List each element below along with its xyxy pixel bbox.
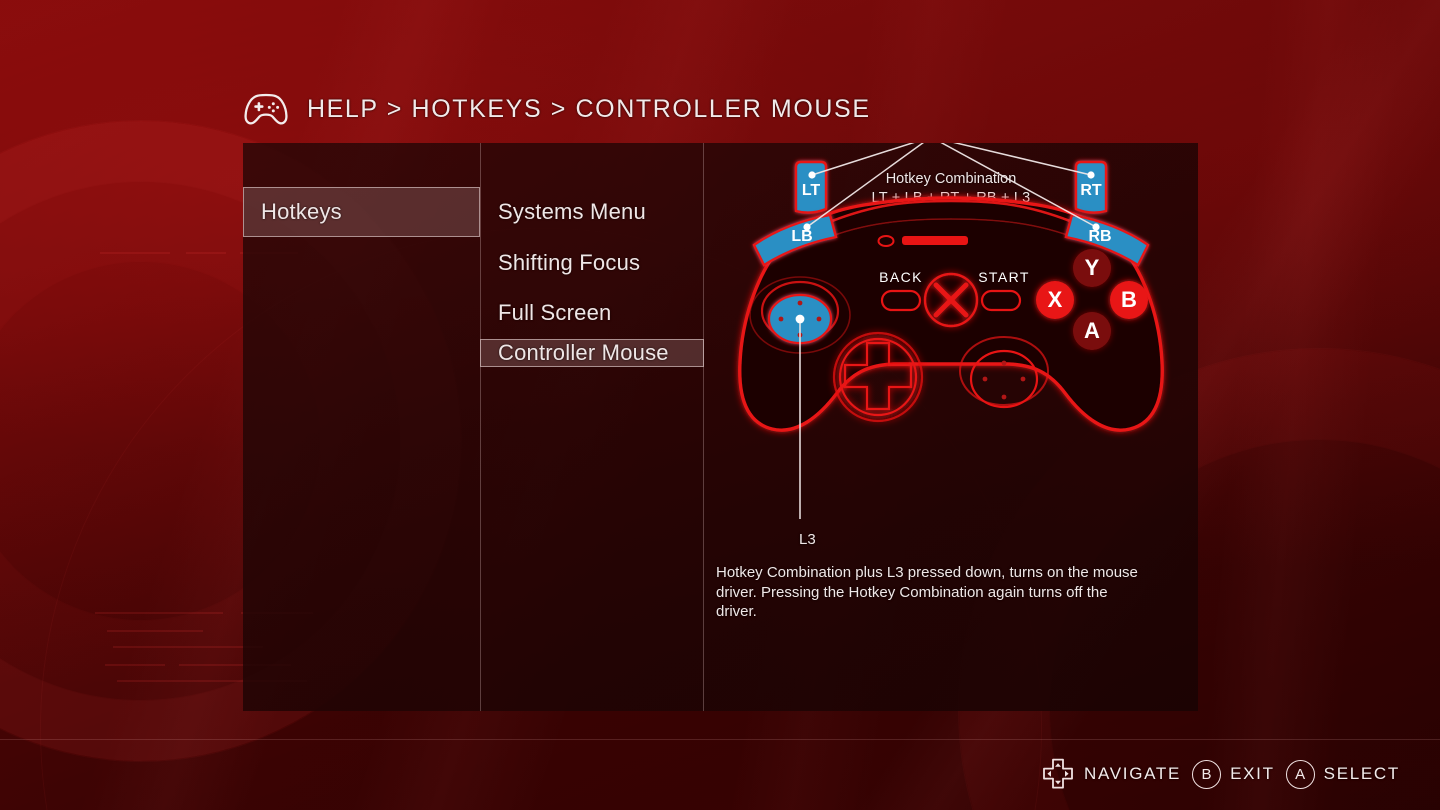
help-panel: Hotkeys Systems Menu Shifting Focus Full…: [243, 143, 1198, 711]
guide-button: [923, 272, 979, 328]
callout-lines: [806, 143, 1097, 228]
trigger-rt: [1074, 160, 1108, 214]
menu-item-label: Controller Mouse: [498, 340, 669, 365]
page-header: HELP > HOTKEYS > CONTROLLER MOUSE: [243, 92, 871, 126]
button-b-icon: B: [1192, 759, 1222, 789]
label-x: X: [1048, 287, 1063, 312]
menu-item-controller-mouse[interactable]: Controller Mouse: [480, 339, 704, 367]
footer-divider: [0, 739, 1440, 740]
hint-navigate[interactable]: NAVIGATE: [1041, 758, 1181, 790]
button-b-circle: [1110, 281, 1148, 319]
breadcrumb: HELP > HOTKEYS > CONTROLLER MOUSE: [307, 94, 871, 123]
l3-callout-label: L3: [799, 531, 816, 548]
menu-item-label: Systems Menu: [498, 199, 646, 224]
hint-label-navigate: NAVIGATE: [1084, 764, 1182, 783]
hint-select[interactable]: A SELECT: [1285, 759, 1400, 789]
label-start: START: [978, 269, 1030, 285]
hint-label-select: SELECT: [1323, 764, 1400, 783]
button-a-icon: A: [1285, 759, 1315, 789]
label-rt: RT: [1080, 182, 1102, 199]
menu-item-label: Shifting Focus: [498, 250, 641, 275]
button-x-circle: [1036, 281, 1074, 319]
label-a: A: [1084, 318, 1100, 343]
dpad-icon: [1043, 758, 1073, 789]
description-text: Hotkey Combination plus L3 pressed down,…: [716, 564, 1138, 620]
center-buttons: [880, 272, 1022, 328]
label-b: B: [1121, 287, 1137, 312]
label-y: Y: [1085, 255, 1100, 280]
right-thumbstick: [959, 336, 1049, 409]
sidebar-item-hotkeys[interactable]: Hotkeys: [243, 187, 480, 237]
menu-item-full-screen[interactable]: Full Screen: [481, 288, 703, 338]
dpad: [832, 331, 924, 423]
trigger-lt: [794, 160, 828, 214]
button-a-circle: [1073, 312, 1111, 350]
label-rb: RB: [1088, 228, 1111, 245]
hint-exit[interactable]: B EXIT: [1192, 759, 1275, 789]
footer-hints: NAVIGATE B EXIT A SELECT: [1041, 758, 1400, 790]
button-y-circle: [1073, 249, 1111, 287]
face-buttons: [1036, 249, 1148, 350]
bumper-lb: [752, 213, 838, 267]
label-back: BACK: [879, 269, 923, 285]
label-lb: LB: [791, 228, 812, 245]
hint-label-exit: EXIT: [1230, 764, 1275, 783]
menu-item-shifting-focus[interactable]: Shifting Focus: [481, 238, 703, 288]
callout-l3: [795, 314, 805, 519]
gamepad-icon: [244, 93, 288, 125]
column-divider-2: [703, 143, 704, 711]
column-divider-1: [480, 143, 481, 711]
controller-top-details: [877, 235, 968, 247]
sidebar-item-label: Hotkeys: [261, 199, 342, 224]
menu-item-systems-menu[interactable]: Systems Menu: [481, 187, 703, 237]
content-pane: Hotkey Combination LT + LB + RT + RB + L…: [704, 143, 1198, 711]
hotkey-caption-title: Hotkey Combination: [885, 171, 1017, 187]
label-lt: LT: [802, 182, 821, 199]
bumper-rb: [1064, 213, 1150, 267]
menu-item-label: Full Screen: [498, 300, 612, 325]
controller-diagram: LT RT LB RB BACK START Y B X A: [704, 143, 1198, 563]
callout-dots: [803, 171, 1100, 231]
